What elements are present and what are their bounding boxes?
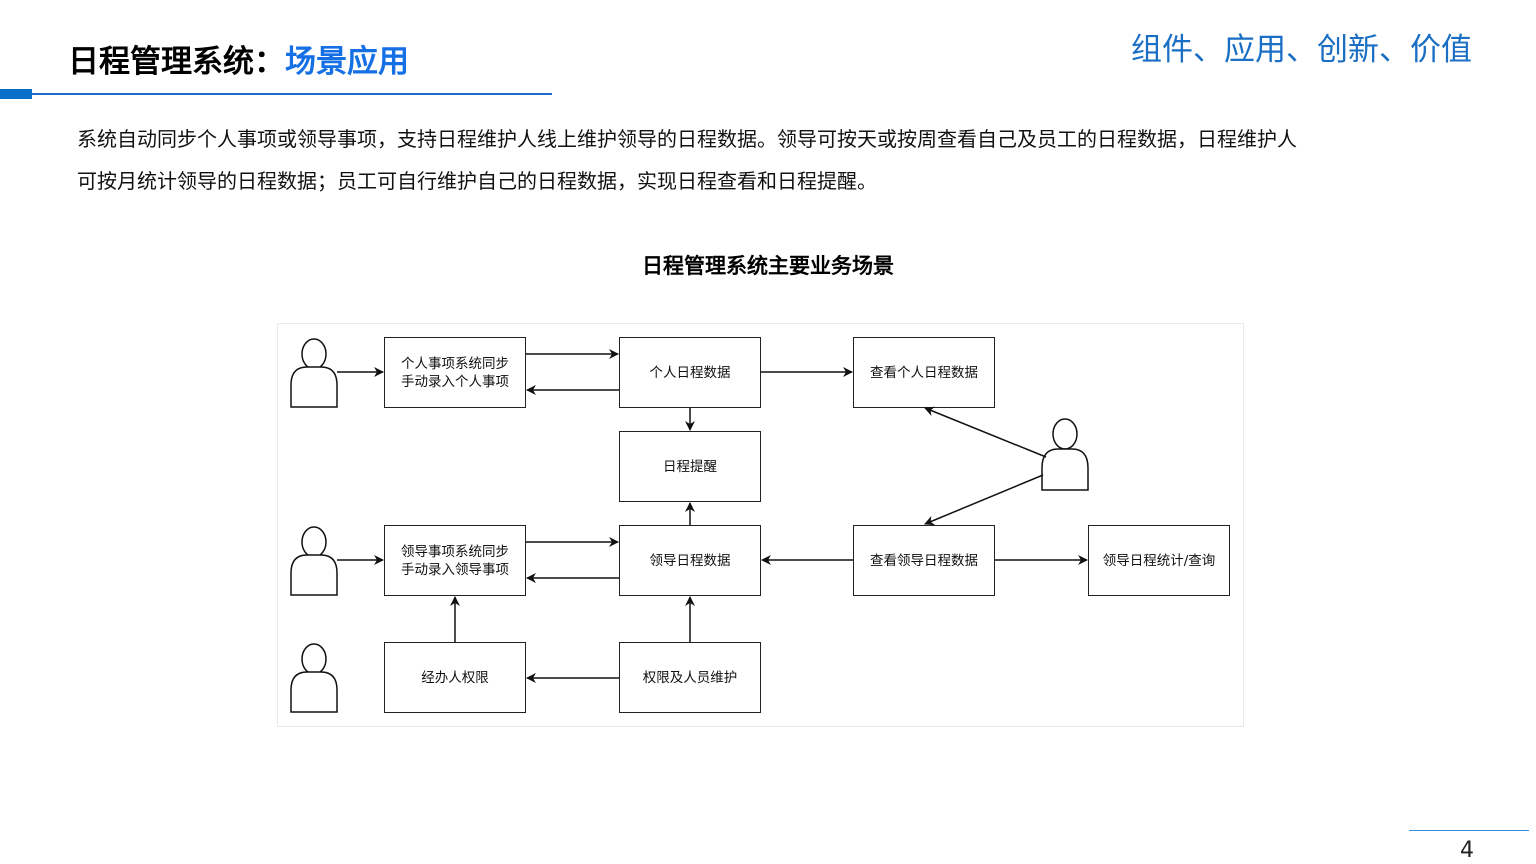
node-view-personal-label: 查看个人日程数据 xyxy=(870,364,978,381)
node-reminder: 日程提醒 xyxy=(619,431,761,502)
node-personal-data-label: 个人日程数据 xyxy=(649,364,731,381)
node-personal-input-line2: 手动录入个人事项 xyxy=(401,373,509,390)
node-leader-data-label: 领导日程数据 xyxy=(649,552,731,569)
node-leader-input: 领导事项系统同步 手动录入领导事项 xyxy=(384,525,526,596)
description-line-1: 系统自动同步个人事项或领导事项，支持日程维护人线上维护领导的日程数据。领导可按天… xyxy=(77,127,1297,151)
title-divider xyxy=(32,93,552,95)
node-view-leader: 查看领导日程数据 xyxy=(853,525,995,596)
slogan: 组件、应用、创新、价值 xyxy=(1131,32,1472,68)
node-view-leader-label: 查看领导日程数据 xyxy=(870,552,978,569)
node-agent-permission: 经办人权限 xyxy=(384,642,526,713)
node-leader-data: 领导日程数据 xyxy=(619,525,761,596)
node-personal-input-line1: 个人事项系统同步 xyxy=(401,355,509,372)
footer-divider xyxy=(1409,830,1529,831)
title-highlight: 场景应用 xyxy=(285,44,409,80)
node-personal-data: 个人日程数据 xyxy=(619,337,761,408)
node-reminder-label: 日程提醒 xyxy=(663,458,717,475)
node-agent-permission-label: 经办人权限 xyxy=(421,669,489,686)
node-permission-maintenance: 权限及人员维护 xyxy=(619,642,761,713)
node-permission-maintenance-label: 权限及人员维护 xyxy=(642,669,738,686)
page-title: 日程管理系统：场景应用 xyxy=(68,36,409,81)
node-leader-input-line2: 手动录入领导事项 xyxy=(401,561,509,578)
node-leader-input-line1: 领导事项系统同步 xyxy=(401,543,509,560)
accent-block xyxy=(0,89,32,99)
node-leader-stats-label: 领导日程统计/查询 xyxy=(1102,552,1216,569)
description-line-2: 可按月统计领导的日程数据；员工可自行维护自己的日程数据，实现日程查看和日程提醒。 xyxy=(77,169,877,193)
node-leader-stats: 领导日程统计/查询 xyxy=(1088,525,1230,596)
node-personal-input: 个人事项系统同步 手动录入个人事项 xyxy=(384,337,526,408)
description: 系统自动同步个人事项或领导事项，支持日程维护人线上维护领导的日程数据。领导可按天… xyxy=(77,118,1457,202)
node-view-personal: 查看个人日程数据 xyxy=(853,337,995,408)
page-number: 4 xyxy=(1460,838,1474,863)
title-prefix: 日程管理系统： xyxy=(68,44,285,80)
diagram-title: 日程管理系统主要业务场景 xyxy=(642,254,894,278)
